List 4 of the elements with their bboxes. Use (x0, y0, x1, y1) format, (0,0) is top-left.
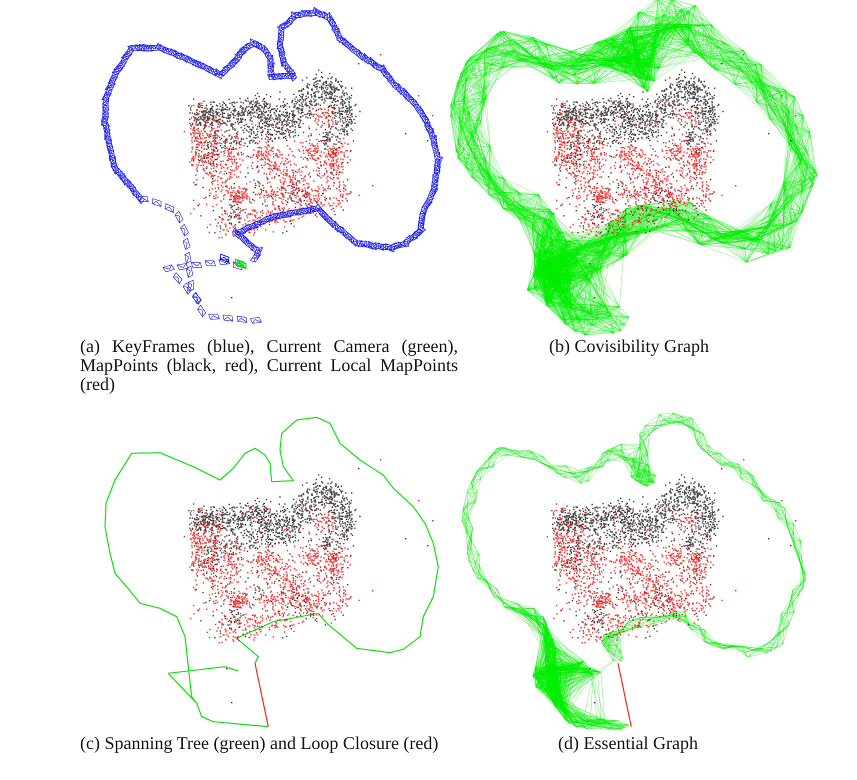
figure-caption: (a) KeyFrames (blue), Current Camera (green), MapPoints (black, red), Current Local MapPoints (red) (80, 337, 458, 394)
figure-caption: (b) Covisibility Graph (549, 337, 710, 356)
figure-caption: (d) Essential Graph (558, 734, 699, 753)
figure-caption: (c) Spanning Tree (green) and Loop Closure (red) (80, 734, 440, 753)
